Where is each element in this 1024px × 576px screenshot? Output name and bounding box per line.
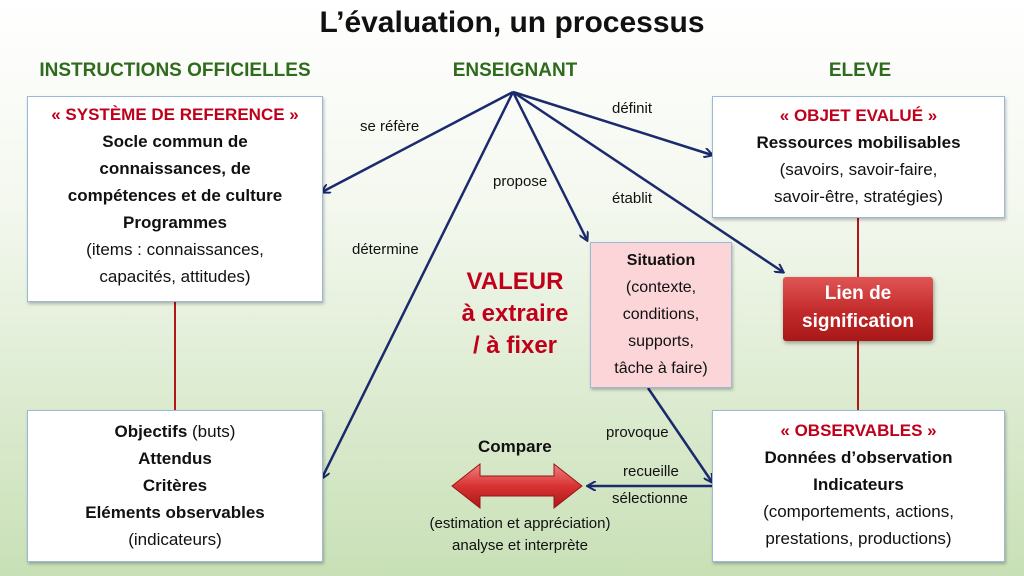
arrow-definit	[512, 90, 712, 155]
compare-line: (estimation et appréciation)	[429, 515, 611, 532]
reference-line: compétences et de culture	[67, 186, 283, 205]
objet-line: (savoirs, savoir-faire,	[779, 160, 938, 179]
label-provoque: provoque	[606, 424, 669, 441]
observables-heading: « OBSERVABLES »	[780, 421, 937, 440]
compare-label: Compare	[478, 437, 552, 456]
situation-box: Situation (contexte, conditions, support…	[590, 242, 732, 388]
label-propose: propose	[493, 173, 548, 190]
observables-line: (comportements, actions,	[763, 502, 954, 521]
valeur-line: VALEUR	[466, 268, 564, 295]
header-enseignant: ENSEIGNANT	[452, 60, 578, 81]
situation-line: Situation	[626, 252, 696, 269]
label-se-refere: se réfère	[360, 118, 420, 135]
reference-line: (items : connaissances,	[86, 240, 264, 259]
objet-heading: « OBJET EVALUÉ »	[779, 106, 938, 125]
observables-line: Indicateurs	[813, 475, 904, 494]
label-etablit: établit	[612, 190, 653, 207]
compare-line: analyse et interprète	[452, 537, 588, 554]
reference-line: connaissances, de	[99, 159, 251, 178]
situation-line: (contexte,	[625, 279, 697, 296]
lien-line: signification	[802, 311, 914, 332]
objectifs-box: Objectifs (buts) Attendus Critères Eléme…	[27, 410, 323, 562]
observables-line: prestations, productions)	[765, 529, 952, 548]
valeur-line: à extraire	[461, 300, 569, 327]
reference-line: capacités, attitudes)	[99, 267, 251, 286]
objectifs-line: Critères	[142, 476, 208, 495]
arrow-etablit	[512, 90, 783, 272]
objectifs-line: Objectifs (buts)	[28, 418, 322, 445]
compare-details: (estimation et appréciation) analyse et …	[400, 513, 640, 557]
objectifs-line: (indicateurs)	[128, 530, 222, 549]
observables-box: « OBSERVABLES » Données d’observation In…	[712, 410, 1005, 562]
arrow-determine	[322, 91, 515, 478]
compare-double-arrow	[451, 462, 583, 510]
objectifs-label: Objectifs	[114, 422, 188, 441]
header-instructions: INSTRUCTIONS OFFICIELLES	[39, 60, 311, 81]
reference-line: Programmes	[123, 213, 227, 232]
situation-line: supports,	[628, 333, 694, 350]
situation-line: conditions,	[622, 306, 700, 323]
label-selectionne: sélectionne	[612, 490, 688, 507]
arrow-se-refere	[322, 90, 514, 192]
page-title: L’évaluation, un processus	[319, 6, 705, 39]
label-definit: définit	[612, 100, 653, 117]
arrow-provoque	[646, 387, 712, 482]
situation-line: tâche à faire)	[614, 360, 708, 377]
objet-line: savoir-être, stratégies)	[773, 187, 944, 206]
objet-line: Ressources mobilisables	[756, 133, 961, 152]
reference-box: « SYSTÈME DE REFERENCE » Socle commun de…	[27, 96, 323, 302]
label-determine: détermine	[352, 241, 419, 258]
lien-signification-box: Lien de signification	[783, 277, 933, 341]
reference-heading: « SYSTÈME DE REFERENCE »	[51, 105, 299, 124]
reference-line: Socle commun de	[102, 132, 248, 151]
arrow-propose	[511, 91, 587, 240]
objectifs-line: Eléments observables	[85, 503, 265, 522]
objet-evalue-box: « OBJET EVALUÉ » Ressources mobilisables…	[712, 96, 1005, 218]
valeur-line: / à fixer	[472, 332, 558, 359]
lien-line: Lien de	[824, 283, 892, 304]
valeur-block: VALEUR à extraire / à fixer	[440, 266, 590, 362]
label-recueille: recueille	[623, 463, 679, 480]
objectifs-line: Attendus	[138, 449, 212, 468]
objectifs-buts: (buts)	[187, 422, 236, 441]
header-eleve: ELEVE	[828, 60, 892, 81]
observables-line: Données d’observation	[764, 448, 953, 467]
